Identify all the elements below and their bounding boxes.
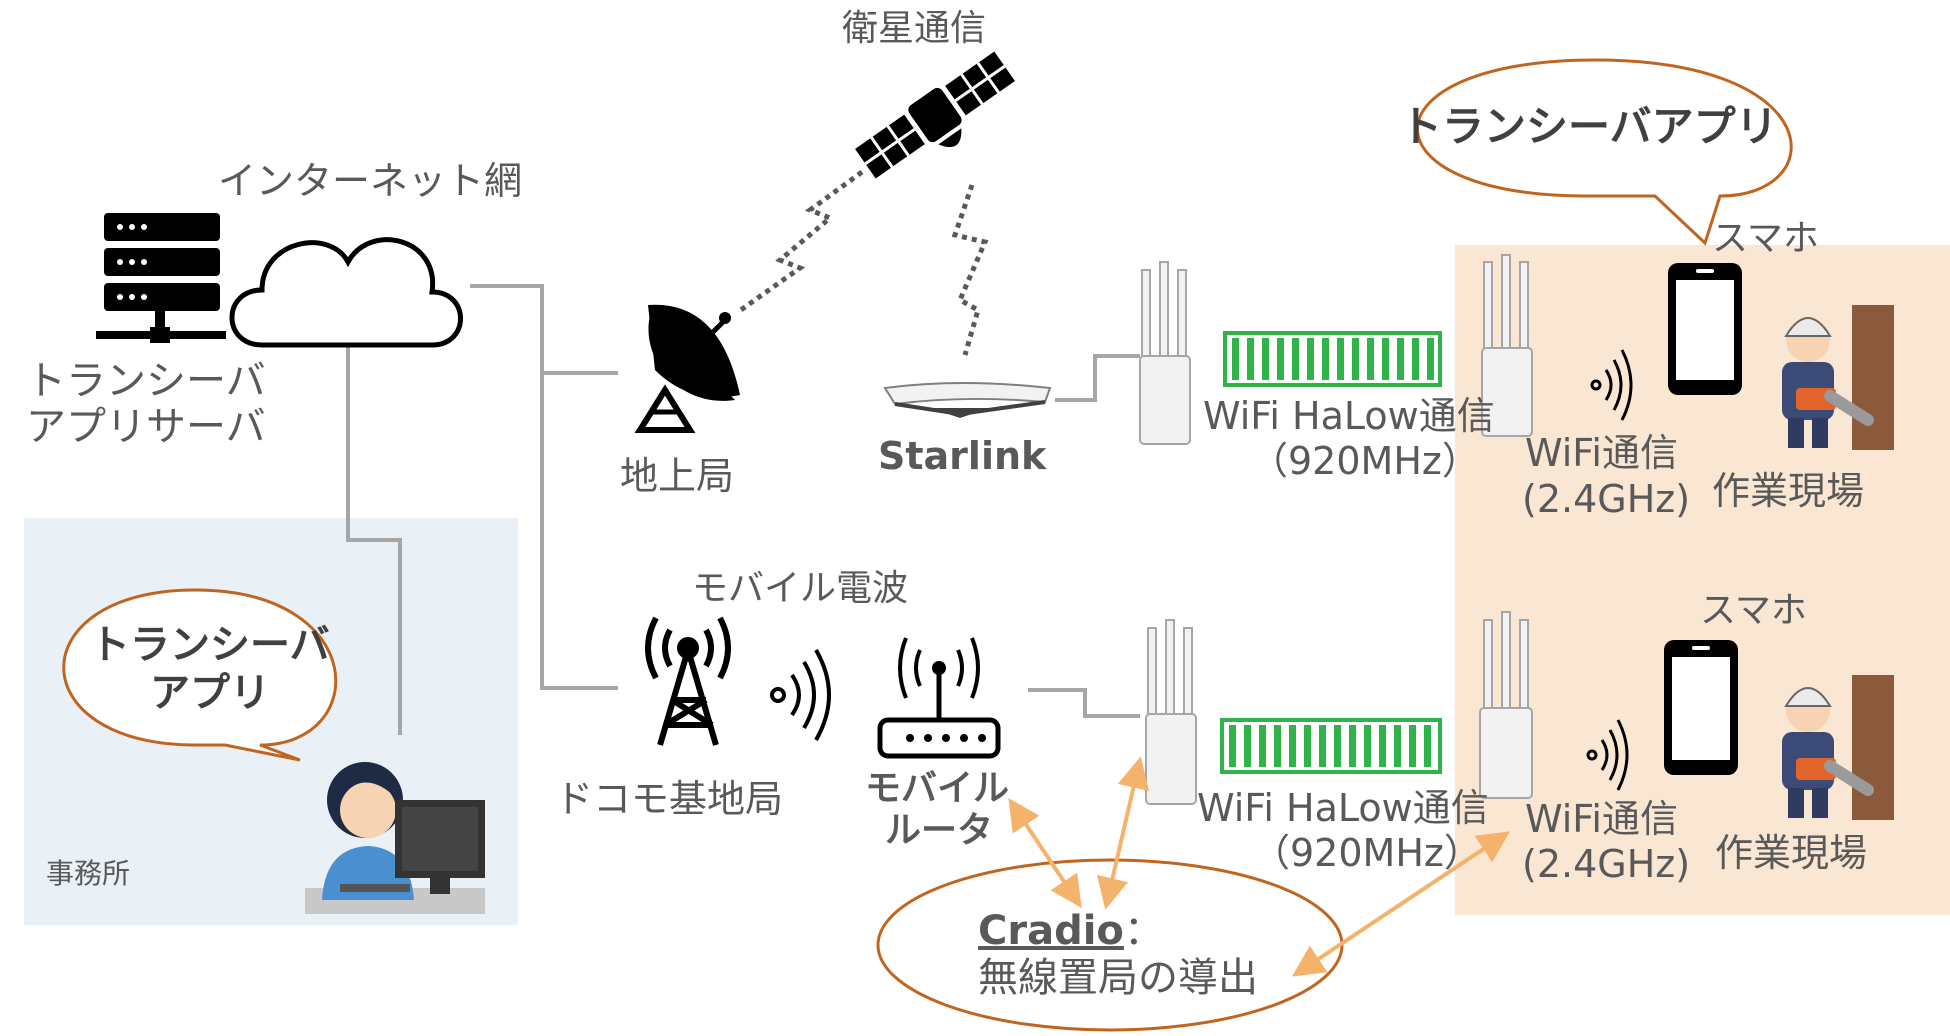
signal-waves-icon bbox=[1586, 349, 1633, 791]
wifi-top-line2: (2.4GHz) bbox=[1522, 477, 1691, 521]
server-label-line2: アプリサーバ bbox=[26, 404, 266, 450]
satellite-label: 衛星通信 bbox=[842, 8, 987, 49]
signal-waves-icon bbox=[770, 649, 831, 741]
speech-bubble bbox=[62, 58, 1793, 1032]
wifi-bottom-line1: WiFi通信 bbox=[1525, 797, 1678, 841]
wifi-bottom-line2: (2.4GHz) bbox=[1522, 842, 1691, 886]
office-label: 事務所 bbox=[46, 857, 131, 890]
wifi-top-line1: WiFi通信 bbox=[1525, 431, 1678, 475]
starlink-dish-icon bbox=[883, 382, 1052, 418]
cradio-line2: 無線置局の導出 bbox=[978, 955, 1258, 1001]
site-bubble-text: トランシーバアプリ bbox=[1400, 102, 1778, 151]
worker-icon bbox=[1782, 305, 1894, 820]
dish-antenna-icon bbox=[634, 304, 740, 433]
router-icon bbox=[877, 637, 1001, 759]
starlink-label: Starlink bbox=[878, 434, 1047, 478]
server-icon bbox=[96, 213, 226, 343]
site-bottom-label: 作業現場 bbox=[1715, 831, 1868, 875]
halow-top-line2: （920MHz） bbox=[1250, 439, 1480, 483]
ground-station-label: 地上局 bbox=[620, 454, 735, 498]
satellite-links bbox=[736, 169, 989, 356]
router-label-line1: モバイル bbox=[865, 768, 1010, 809]
office-worker-icon bbox=[305, 762, 485, 914]
halow-top-line1: WiFi HaLow通信 bbox=[1203, 394, 1495, 438]
smartphone-icon bbox=[1664, 263, 1742, 775]
cradio-colon: ： bbox=[1123, 908, 1164, 954]
cradio-arrows bbox=[1008, 756, 1510, 977]
mobile-wave-label: モバイル電波 bbox=[692, 568, 909, 609]
network-links bbox=[346, 284, 1140, 735]
satellite-icon bbox=[855, 51, 1015, 179]
halow-bottom-line1: WiFi HaLow通信 bbox=[1197, 786, 1489, 830]
phone-top-label: スマホ bbox=[1712, 218, 1819, 259]
phone-bottom-label: スマホ bbox=[1700, 590, 1807, 631]
cradio-name: Cradio bbox=[978, 908, 1124, 954]
halow-link-icon bbox=[1220, 331, 1442, 774]
office-bubble-line2: アプリ bbox=[150, 670, 270, 716]
internet-label: インターネット網 bbox=[218, 159, 523, 203]
docomo-label: ドコモ基地局 bbox=[555, 777, 784, 821]
site-top-label: 作業現場 bbox=[1712, 469, 1865, 513]
cell-tower-icon bbox=[645, 616, 731, 746]
cradio-line1: Cradio： bbox=[978, 908, 1164, 954]
server-label-line1: トランシーバ bbox=[26, 358, 266, 404]
cloud-icon bbox=[229, 237, 463, 348]
office-bubble-line1: トランシーバ bbox=[90, 622, 330, 668]
access-point-icon bbox=[1139, 254, 1533, 805]
halow-bottom-line2: （920MHz） bbox=[1252, 831, 1482, 875]
router-label-line2: ルータ bbox=[885, 810, 994, 851]
